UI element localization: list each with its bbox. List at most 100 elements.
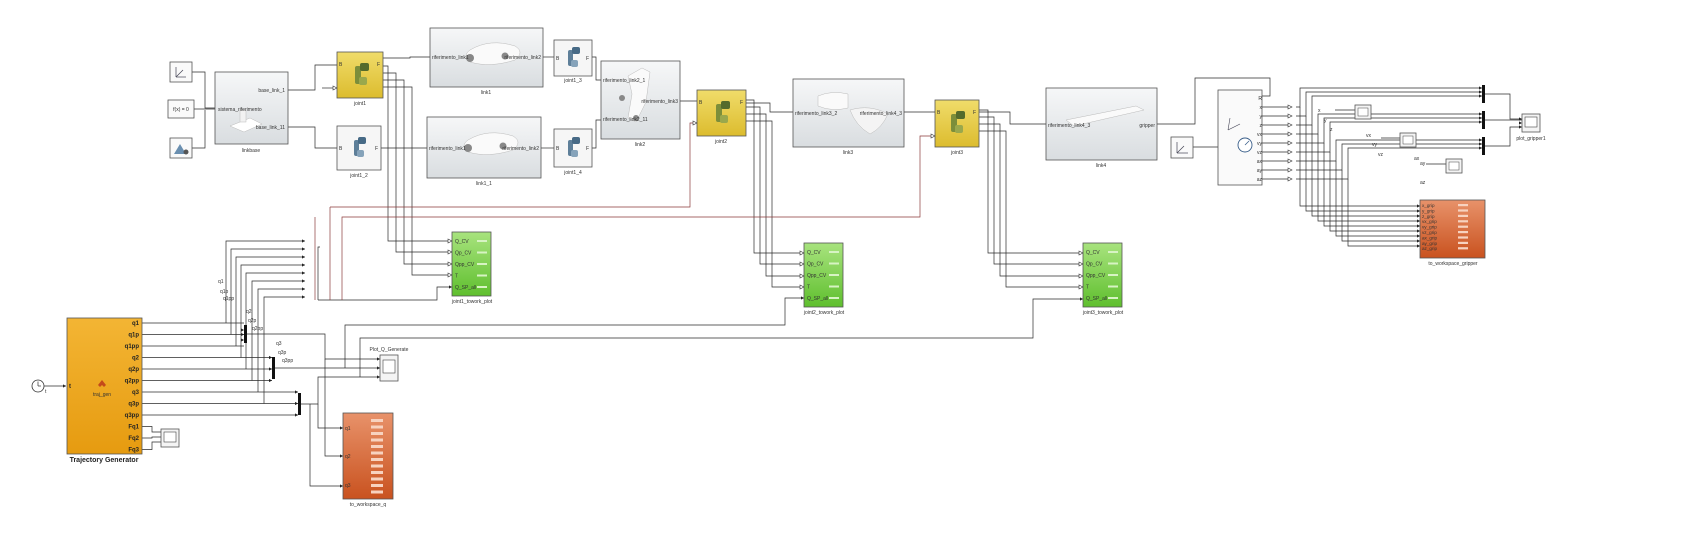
to-workspace-gripper-z-grip: z_grip <box>1422 214 1435 219</box>
plot-row <box>477 240 487 242</box>
mux-label-q1p: q1p <box>220 289 229 295</box>
trajectory-generator-block[interactable]: t traj_gen q1q1pq1ppq2q2pq2ppq3q3pq3ppFq… <box>66 317 143 464</box>
sensor-output-arrow <box>1287 113 1293 119</box>
joint1-2-block[interactable]: B F joint1_2 <box>336 125 382 179</box>
sensor-port-ax: ax <box>1257 159 1263 165</box>
signal-line <box>263 296 305 404</box>
link3-label: link3 <box>843 150 854 156</box>
mechanism-config-block[interactable] <box>169 137 193 159</box>
joint1-4-port-b: B <box>556 146 560 152</box>
plot-input-arrow <box>799 261 805 267</box>
signal-line <box>251 280 305 381</box>
sensor-port-R: R <box>1258 96 1262 102</box>
link4-block[interactable]: riferimento_link4_3 gripper link4 <box>1045 87 1158 169</box>
signal-line <box>1323 143 1420 227</box>
gripper-frame-block[interactable] <box>1170 136 1194 159</box>
signal-line <box>142 426 161 433</box>
small-scope-3[interactable] <box>1445 158 1463 174</box>
plot-input-arrow <box>799 250 805 256</box>
traj-output-q2: q2 <box>132 356 140 362</box>
joint1-3-block[interactable]: B F joint1_3 <box>553 39 593 84</box>
mux-label-grip-az: az <box>1420 180 1426 186</box>
joint1-block[interactable]: B F joint1 <box>336 51 384 107</box>
joint2-plot-port-qp-cv: Qp_CV <box>807 262 824 268</box>
mux-label-grip-vz: vz <box>1378 152 1384 158</box>
link1-1-right-port: riferimento_link2 <box>502 146 539 152</box>
solver-config-label: f(x) = 0 <box>173 107 189 113</box>
small-scope-1[interactable] <box>1354 104 1372 120</box>
signal-line <box>1311 125 1420 217</box>
signal-line <box>257 288 305 392</box>
workspace-row <box>371 458 383 461</box>
small-scope-2[interactable] <box>1399 132 1417 148</box>
mux-bar-velocity <box>1482 111 1485 129</box>
sensor-port-vz: vz <box>1257 150 1263 156</box>
joint2-port-b: B <box>699 100 703 106</box>
signal-line <box>317 246 320 300</box>
link2-label: link2 <box>635 142 646 148</box>
workspace-row <box>371 464 383 468</box>
joint1-towork-plot-label: joint1_towork_plot <box>451 299 493 305</box>
signal-line <box>317 404 343 429</box>
port-arrow <box>63 384 66 388</box>
workspace-row <box>371 425 383 429</box>
world-frame-block[interactable] <box>169 61 193 83</box>
signal-line <box>746 113 804 277</box>
joint1-3-label: joint1_3 <box>563 78 582 84</box>
link1-left-port: riferimento_link1 <box>432 55 469 61</box>
link1-block[interactable]: riferimento_link1 riferimento_link2 link… <box>429 27 544 96</box>
linkbase-block[interactable]: base_link_1 sistema_riferimento base_lin… <box>214 71 289 154</box>
port-arrow <box>377 357 380 361</box>
signal-line <box>1485 93 1522 120</box>
link1-1-block[interactable]: riferimento_link1 riferimento_link2 link… <box>426 116 542 187</box>
joint1-plot-port-q-cv: Q_CV <box>455 239 469 245</box>
joint1-4-port-f: F <box>586 146 589 152</box>
joint1-plot-port-t: T <box>455 274 458 280</box>
signal-line <box>288 126 337 149</box>
transform-sensor-icon <box>1227 117 1253 153</box>
link3-left-port: riferimento_link3_2 <box>795 111 837 117</box>
signal-line <box>235 256 305 346</box>
mux-label-grip-x: x <box>1318 108 1321 114</box>
to-workspace-gripper-block[interactable]: x_gripy_gripz_gripvx_gripvy_gripvz_gripa… <box>1419 199 1486 267</box>
link3-block[interactable]: riferimento_link3_2 riferimento_link4_3 … <box>792 78 905 156</box>
workspace-row <box>371 432 383 435</box>
joint2-block[interactable]: B F joint2 <box>696 89 747 145</box>
link2-block[interactable]: riferimento_link2_1 riferimento_link3 ri… <box>600 60 681 148</box>
port-arrow <box>449 285 452 289</box>
to-workspace-q-block[interactable]: q1 q2 q3 to_workspace_q <box>342 412 394 508</box>
connection-line-joint3 <box>341 135 935 300</box>
joint1-4-label: joint1_4 <box>563 170 582 176</box>
mux-label-q1: q1 <box>218 279 224 285</box>
solver-config-block[interactable]: f(x) = 0 <box>167 99 195 119</box>
signal-line <box>383 72 452 253</box>
link2-port-11: riferimento_link2_11 <box>603 117 648 123</box>
signal-line <box>383 79 452 265</box>
plot-row <box>829 262 839 265</box>
workspace-row <box>371 451 383 455</box>
signal-line <box>746 106 804 265</box>
plot-q-generate-scope[interactable]: Plot_Q_Generate <box>370 347 409 382</box>
port-arrow <box>269 355 272 360</box>
joint-input-arrow <box>332 85 338 91</box>
joint1-plot-port-qpp-cv: Qpp_CV <box>455 262 475 268</box>
joint1-label: joint1 <box>353 101 366 107</box>
mux-label-grip-y: y <box>1324 118 1327 124</box>
workspace-row <box>1458 231 1468 234</box>
sensor-port-vy: vy <box>1257 141 1263 147</box>
port-arrow <box>1417 209 1420 213</box>
port-arrow <box>302 271 305 275</box>
scope-forces[interactable] <box>160 428 180 448</box>
sensor-port-x: x <box>1260 105 1263 111</box>
clock-block[interactable]: t <box>31 379 47 395</box>
joint3-block[interactable]: B F joint3 <box>934 99 980 156</box>
plot-gripper-label: plot_gripper1 <box>1516 136 1545 142</box>
plot-gripper-scope[interactable]: plot_gripper1 <box>1516 113 1546 142</box>
port-arrow <box>241 332 244 337</box>
joint1-4-block[interactable]: B F joint1_4 <box>553 128 593 176</box>
workspace-row <box>371 419 383 422</box>
